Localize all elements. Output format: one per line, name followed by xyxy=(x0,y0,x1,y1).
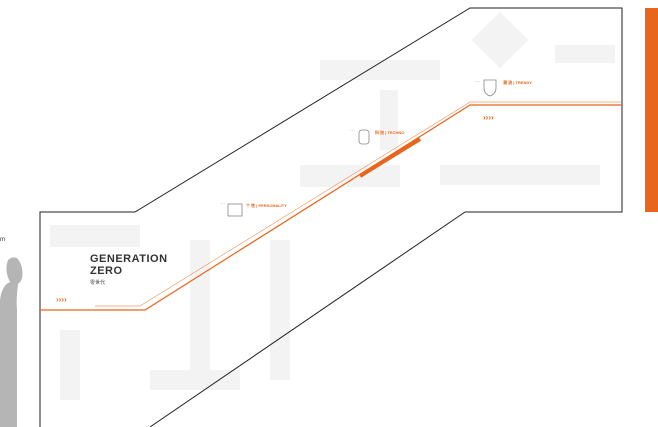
chevrons-end: ›››› xyxy=(483,113,494,122)
milestone-trendy: 潮 流 | TRENDY xyxy=(503,80,532,85)
personality-icon xyxy=(227,203,243,217)
marker: ··· xyxy=(475,79,480,85)
subtitle: 零世代 xyxy=(90,280,106,286)
highlight-segment xyxy=(358,137,422,178)
marker: ··· xyxy=(220,201,225,207)
scale-label: m xyxy=(0,237,5,243)
orange-side-panel xyxy=(645,8,658,212)
hand-icon xyxy=(483,79,497,97)
milestone-techno: 科 技 | TECHNO xyxy=(375,130,405,135)
guide-line xyxy=(40,104,622,311)
chevrons-start: ›››› xyxy=(56,295,67,304)
robot-icon xyxy=(358,129,370,145)
background-pattern xyxy=(50,11,615,400)
guide-line-thin xyxy=(95,101,622,307)
wall-outline xyxy=(39,7,623,427)
marker: ··· xyxy=(350,128,355,134)
milestone-personality: 个 性 | PERSONALITY xyxy=(246,203,287,208)
title: GENERATION ZERO xyxy=(90,253,168,277)
human-figure-icon xyxy=(0,257,23,427)
